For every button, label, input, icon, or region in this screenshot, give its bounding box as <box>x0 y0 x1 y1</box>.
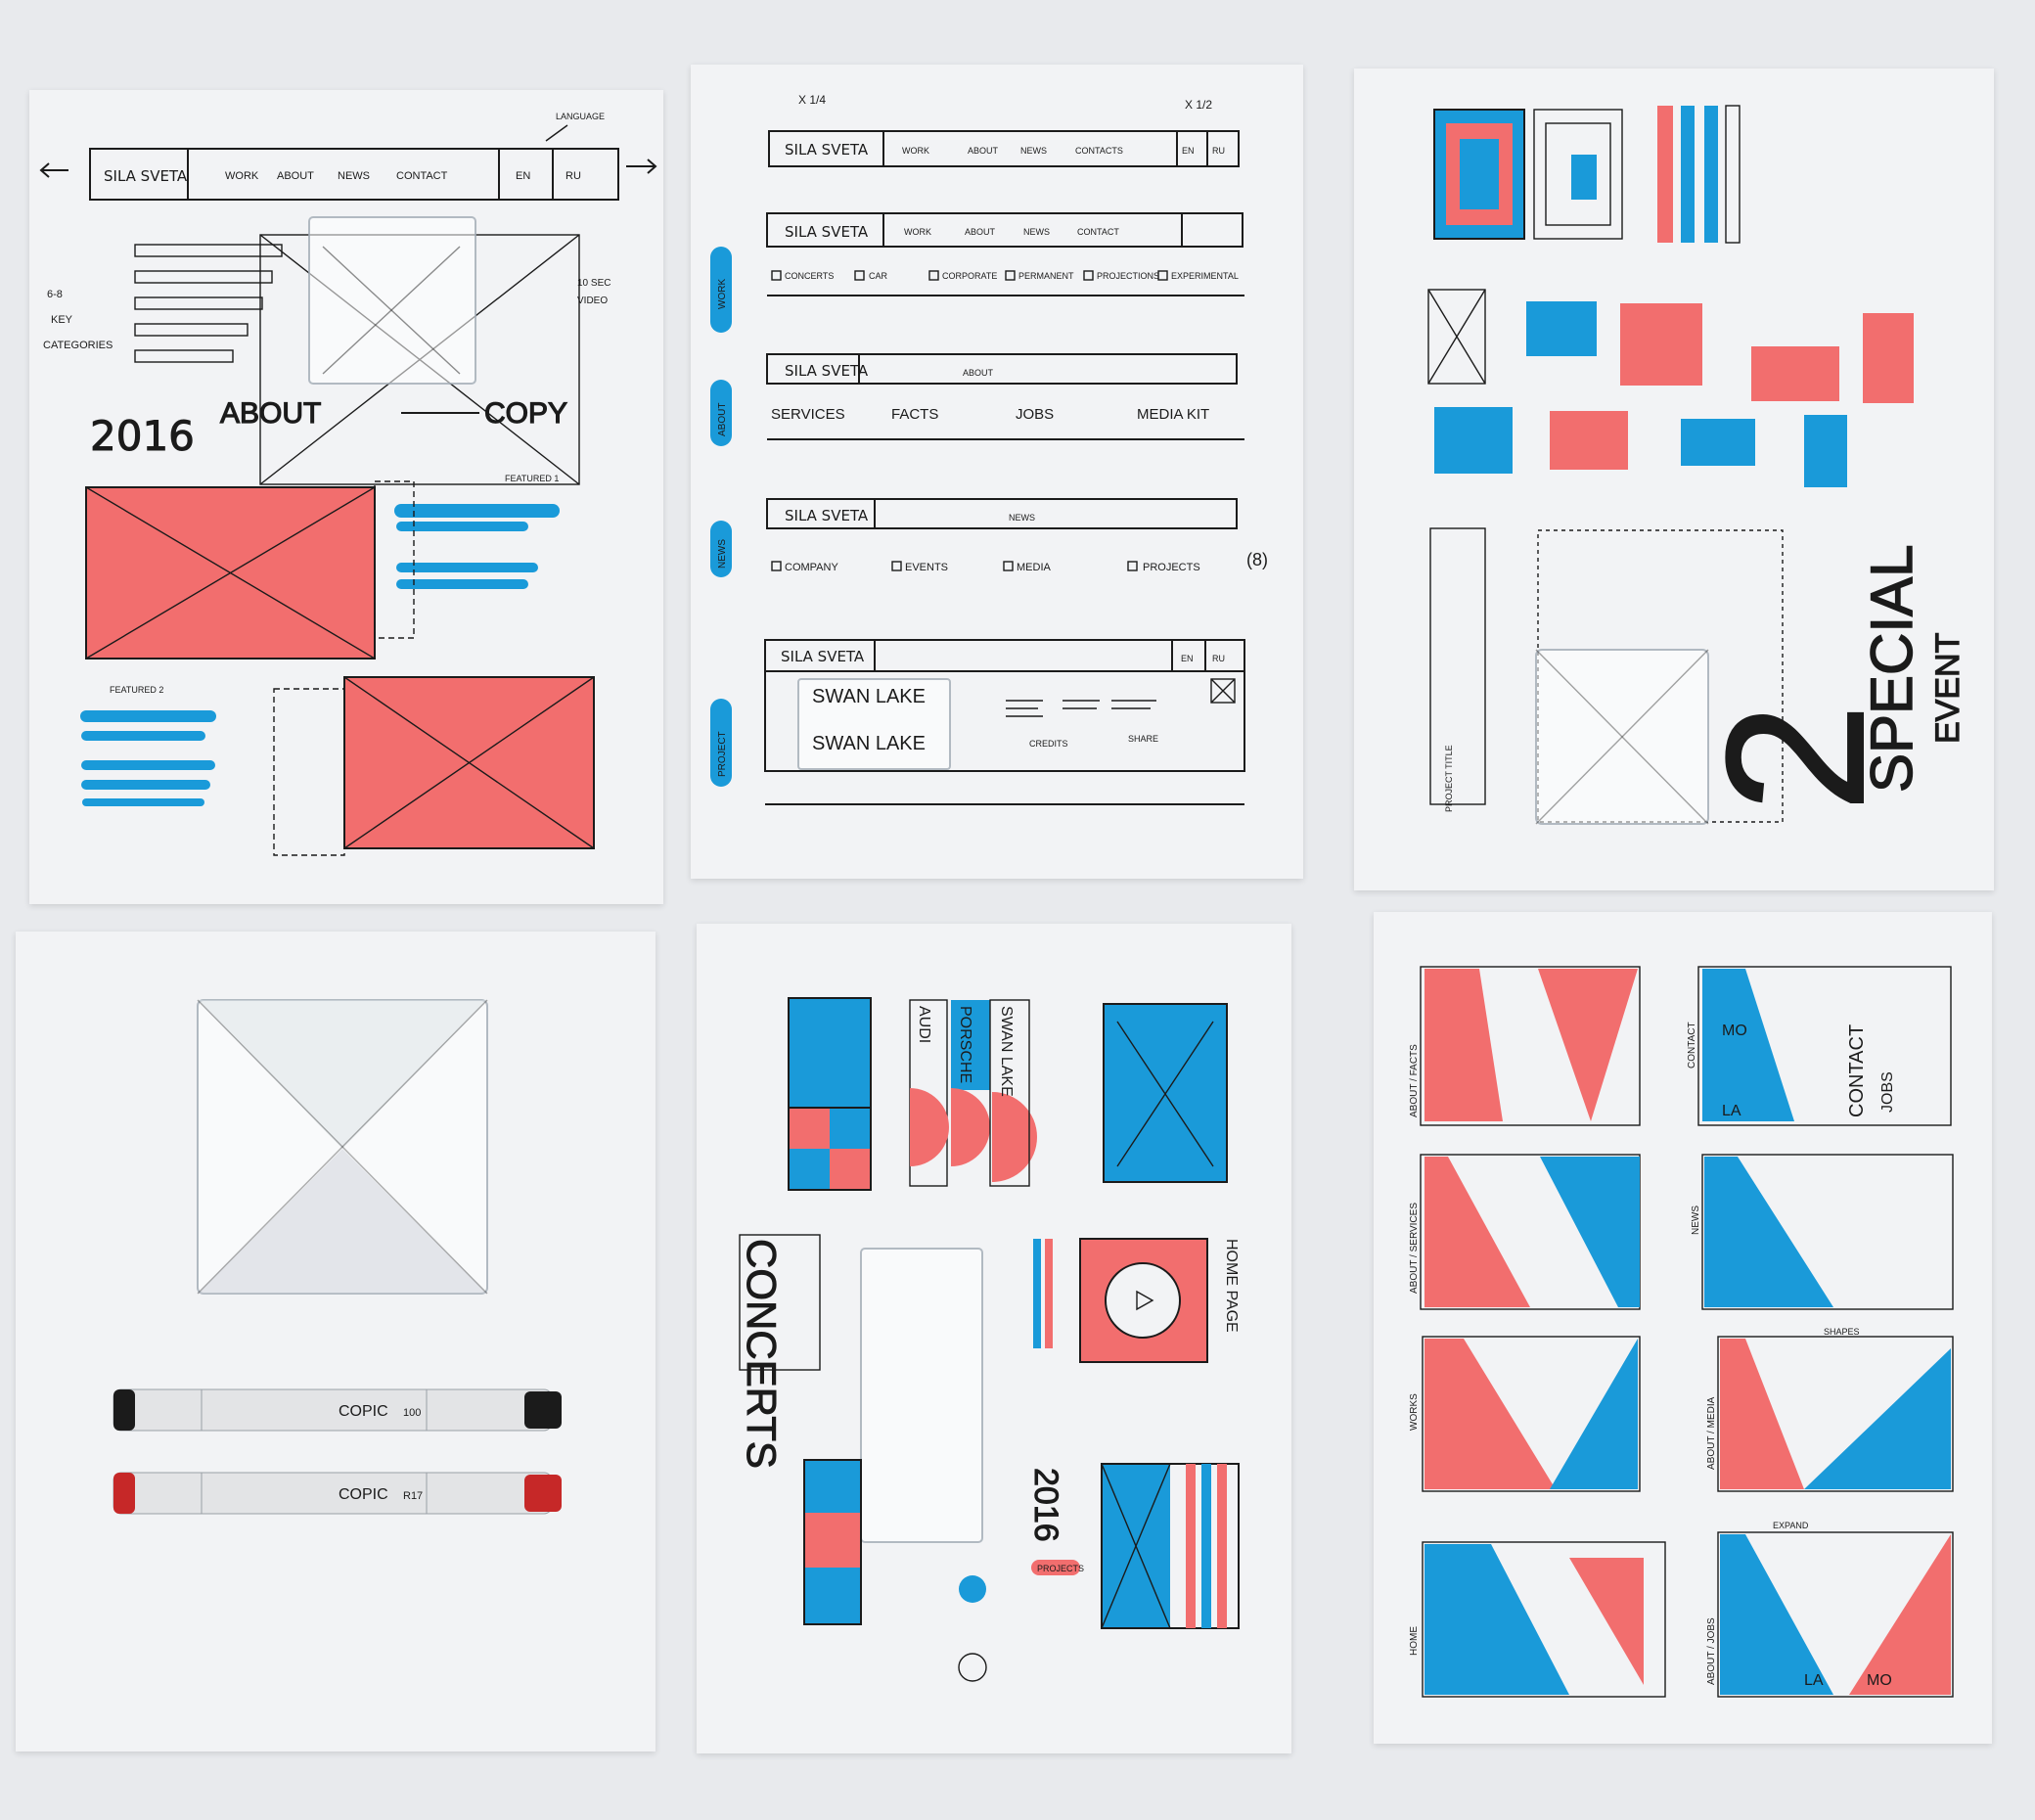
news-media: MEDIA <box>1017 562 1052 573</box>
nav-work: WORK <box>902 146 929 156</box>
nav-about: ABOUT <box>277 170 314 182</box>
lang-ru: RU <box>565 170 581 182</box>
project-lang-en: EN <box>1181 654 1194 663</box>
featured2-label: FEATURED 2 <box>110 685 163 695</box>
news-count: (8) <box>1246 550 1268 569</box>
lang-en: EN <box>516 170 530 182</box>
special-word: SPECIAL <box>1859 545 1924 793</box>
tag-project: PROJECT <box>717 731 728 777</box>
featured1-label: FEATURED 1 <box>505 474 559 483</box>
lang-ru: RU <box>1212 146 1225 156</box>
sheet-with-markers: COPIC 100 COPIC R17 <box>16 932 656 1752</box>
note-categories-1: 6-8 <box>47 289 63 300</box>
project-title-vertical: PROJECT TITLE <box>1444 745 1454 812</box>
mark-quarter: X 1/4 <box>798 93 826 107</box>
nav2-news: NEWS <box>1023 227 1050 237</box>
note-language: LANGUAGE <box>556 112 605 121</box>
event-word: EVENT <box>1929 633 1967 744</box>
project-title-reflection: SWAN LAKE <box>812 733 926 754</box>
cat-car: CAR <box>869 271 888 281</box>
logo-text-3: SILA SVETA <box>785 362 869 380</box>
cat-experimental: EXPERIMENTAL <box>1171 271 1239 281</box>
label-2016: 2016 <box>1027 1468 1064 1542</box>
credits-label: CREDITS <box>1029 739 1068 749</box>
big-number: 2 <box>1687 704 1905 812</box>
tag-news: NEWS <box>717 539 728 569</box>
about-jobs: JOBS <box>1016 406 1054 423</box>
word-la-1: LA <box>1722 1103 1741 1119</box>
word-la-2: LA <box>1804 1672 1824 1689</box>
word-contact: CONTACT <box>1846 1024 1868 1117</box>
news-label: NEWS <box>1009 513 1035 523</box>
label-porsche: PORSCHE <box>957 1006 973 1083</box>
sketch-sheet-homepage: SILA SVETA WORK ABOUT NEWS CONTACT EN RU… <box>29 90 663 904</box>
word-mo-2: MO <box>1867 1672 1892 1689</box>
row3-right-label: ABOUT / MEDIA <box>1706 1396 1717 1470</box>
marker1-code: 100 <box>403 1407 421 1419</box>
about-media-kit: MEDIA KIT <box>1137 406 1209 423</box>
lang-en: EN <box>1182 146 1195 156</box>
about-services: SERVICES <box>771 406 845 423</box>
tag-about: ABOUT <box>717 403 728 436</box>
nav2-about: ABOUT <box>965 227 996 237</box>
mark-half: X 1/2 <box>1185 98 1212 112</box>
word-expand: EXPAND <box>1773 1521 1809 1530</box>
project-title: SWAN LAKE <box>812 686 926 707</box>
cat-permanent: PERMANENT <box>1018 271 1074 281</box>
sketch-sheet-page-variants: ABOUT / FACTS CONTACT CONTACT JOBS LA MO… <box>1374 912 1992 1744</box>
nav-contact: CONTACT <box>396 170 448 182</box>
logo-text-4: SILA SVETA <box>785 507 869 524</box>
row2-right-label: NEWS <box>1691 1206 1701 1235</box>
logo-text: SILA SVETA <box>104 167 188 185</box>
news-projects: PROJECTS <box>1143 562 1200 573</box>
project-lang-ru: RU <box>1212 654 1225 663</box>
note-video-1: 10 SEC <box>577 278 610 289</box>
flow-about: ABOUT <box>220 397 321 430</box>
nav-about: ABOUT <box>968 146 999 156</box>
nav-contacts: CONTACTS <box>1075 146 1123 156</box>
label-swan-lake: SWAN LAKE <box>998 1006 1015 1097</box>
word-jobs: JOBS <box>1879 1071 1896 1113</box>
nav2-work: WORK <box>904 227 931 237</box>
logo-text-5: SILA SVETA <box>781 648 865 665</box>
nav2-contact: CONTACT <box>1077 227 1119 237</box>
row4-left-label: HOME <box>1409 1626 1420 1656</box>
sketch-sheet-layouts: AUDI PORSCHE SWAN LAKE CONCERTS HOME PAG… <box>697 924 1291 1753</box>
word-shapes: SHAPES <box>1824 1327 1860 1337</box>
row4-right-label: ABOUT / JOBS <box>1706 1617 1717 1685</box>
about-facts: FACTS <box>891 406 938 423</box>
news-company: COMPANY <box>785 562 838 573</box>
row3-left-label: WORKS <box>1409 1393 1420 1431</box>
word-mo-1: MO <box>1722 1023 1747 1039</box>
note-categories-3: CATEGORIES <box>43 340 113 351</box>
note-categories-2: KEY <box>51 314 73 326</box>
share-label: SHARE <box>1128 734 1158 744</box>
marker1-brand: COPIC <box>339 1403 388 1420</box>
label-projects: PROJECTS <box>1037 1564 1084 1573</box>
year-2016: 2016 <box>90 412 195 460</box>
label-audi: AUDI <box>916 1006 932 1043</box>
row2-left-label: ABOUT / SERVICES <box>1409 1203 1420 1294</box>
cat-corporate: CORPORATE <box>942 271 997 281</box>
news-events: EVENTS <box>905 562 948 573</box>
label-home-page: HOME PAGE <box>1223 1239 1240 1333</box>
row1-right-label: CONTACT <box>1687 1022 1697 1069</box>
logo-text-2: SILA SVETA <box>785 223 869 241</box>
nav-news: NEWS <box>338 170 370 182</box>
marker2-code: R17 <box>403 1490 423 1502</box>
logo-text: SILA SVETA <box>785 141 869 159</box>
tag-work: WORK <box>717 279 728 309</box>
sketch-sheet-navigation: X 1/4 X 1/2 SILA SVETA WORK ABOUT NEWS C… <box>691 65 1303 879</box>
nav-news: NEWS <box>1020 146 1047 156</box>
note-video-2: VIDEO <box>577 296 608 306</box>
nav-work: WORK <box>225 170 259 182</box>
cat-projections: PROJECTIONS <box>1097 271 1159 281</box>
about-label: ABOUT <box>963 368 994 378</box>
cat-concerts: CONCERTS <box>785 271 834 281</box>
marker2-brand: COPIC <box>339 1486 388 1503</box>
row1-left-label: ABOUT / FACTS <box>1409 1044 1420 1117</box>
label-concerts: CONCERTS <box>739 1239 785 1469</box>
flow-copy: COPY <box>484 397 567 430</box>
sketch-sheet-tiles: PROJECT TITLE SPECIAL EVENT 2 <box>1354 68 1994 890</box>
